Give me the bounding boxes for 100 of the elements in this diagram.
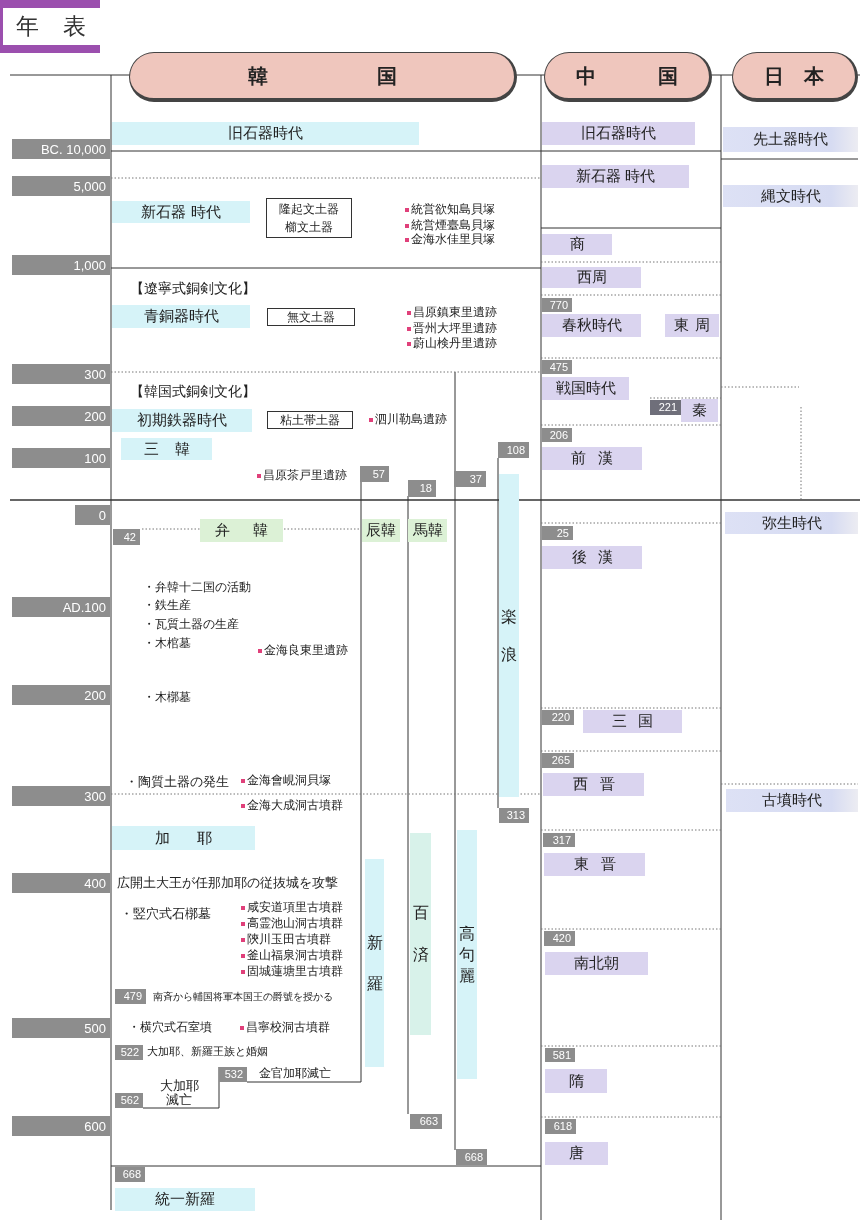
year-tag: 600 bbox=[12, 1116, 110, 1136]
site-name: 咸安道項里古墳群 bbox=[241, 901, 343, 913]
site-name: 金海大成洞古墳群 bbox=[241, 799, 343, 811]
year-tag: 581 bbox=[545, 1048, 575, 1062]
year-tag: 479 bbox=[115, 989, 146, 1004]
year-tag: 200 bbox=[12, 685, 110, 705]
site-name: 金海良東里遺跡 bbox=[258, 644, 348, 656]
list-item: ・木棺墓 bbox=[143, 637, 191, 649]
list-item: ・瓦質土器の生産 bbox=[143, 618, 239, 630]
site-name: 金海會峴洞貝塚 bbox=[241, 774, 331, 786]
year-tag: 532 bbox=[219, 1067, 247, 1082]
period-band: 三国 bbox=[583, 710, 682, 733]
site-name: 蔚山検丹里遺跡 bbox=[407, 337, 497, 349]
period-band: 高句麗 bbox=[457, 830, 477, 1079]
period-band: 後漢 bbox=[542, 546, 642, 569]
column-header: 中国 bbox=[544, 52, 712, 102]
year-tag: 300 bbox=[12, 786, 110, 806]
period-band: 青銅器時代 bbox=[112, 305, 250, 328]
year-tag: 42 bbox=[113, 529, 140, 545]
year-tag: 562 bbox=[115, 1093, 143, 1108]
period-band: 三韓 bbox=[121, 438, 212, 460]
period-band: 新石器 時代 bbox=[112, 201, 250, 223]
year-tag: 100 bbox=[12, 448, 110, 468]
site-name: 晋州大坪里遺跡 bbox=[407, 322, 497, 334]
period-band: 弥生時代 bbox=[725, 512, 858, 534]
year-tag: 618 bbox=[545, 1119, 576, 1134]
event-text: 南斉から輔国将軍本国王の爵號を授かる bbox=[153, 992, 333, 1002]
period-band: 旧石器時代 bbox=[112, 122, 419, 145]
year-tag: 317 bbox=[543, 833, 575, 847]
period-band: 先土器時代 bbox=[723, 127, 858, 152]
event-text: 大加耶滅亡 bbox=[158, 1079, 200, 1107]
period-band: 西周 bbox=[542, 267, 641, 288]
site-name: 泗川勒島遺跡 bbox=[369, 413, 447, 425]
year-tag: 1,000 bbox=[12, 255, 110, 275]
period-band: 隋 bbox=[545, 1069, 607, 1093]
year-tag: 770 bbox=[542, 298, 572, 312]
list-item: ・竪穴式石槨墓 bbox=[120, 907, 211, 920]
year-tag: 57 bbox=[360, 466, 389, 482]
site-name: 陝川玉田古墳群 bbox=[241, 933, 331, 945]
site-name: 統営煙臺島貝塚 bbox=[405, 219, 495, 231]
event-text: 金官加耶滅亡 bbox=[259, 1068, 331, 1080]
pottery-name: 櫛文土器 bbox=[285, 221, 333, 233]
site-name: 統営欲知島貝塚 bbox=[405, 203, 495, 215]
period-band: 南北朝 bbox=[545, 952, 648, 975]
year-tag: 221 bbox=[650, 400, 681, 415]
note-text: 【遼寧式銅剣文化】 bbox=[130, 281, 256, 295]
period-band: 新石器 時代 bbox=[542, 165, 689, 188]
site-name: 金海水佳里貝塚 bbox=[405, 233, 495, 245]
period-band: 統一新羅 bbox=[115, 1188, 255, 1211]
year-tag: 18 bbox=[408, 480, 436, 497]
period-band: 戦国時代 bbox=[542, 377, 629, 400]
pottery-box bbox=[266, 198, 352, 238]
year-tag: 37 bbox=[454, 471, 486, 487]
site-name: 昌原茶戸里遺跡 bbox=[257, 469, 347, 481]
year-tag: 206 bbox=[542, 428, 572, 442]
year-tag: 500 bbox=[12, 1018, 110, 1038]
list-item: ・鉄生産 bbox=[143, 599, 191, 611]
year-tag: 300 bbox=[12, 364, 110, 384]
period-band: 初期鉄器時代 bbox=[112, 409, 252, 432]
year-tag: 220 bbox=[542, 710, 574, 725]
period-band: 唐 bbox=[545, 1142, 608, 1165]
year-tag: 475 bbox=[542, 360, 572, 374]
year-tag: 5,000 bbox=[12, 176, 110, 196]
site-name: 高霊池山洞古墳群 bbox=[241, 917, 343, 929]
year-tag: 200 bbox=[12, 406, 110, 426]
site-name: 釜山福泉洞古墳群 bbox=[241, 949, 343, 961]
list-item: ・陶質土器の発生 bbox=[125, 775, 229, 788]
list-item: ・横穴式石室墳 bbox=[128, 1021, 212, 1033]
year-tag: 400 bbox=[12, 873, 110, 893]
period-band: 前漢 bbox=[542, 447, 642, 470]
year-tag: 313 bbox=[499, 808, 529, 823]
period-band: 春秋時代 bbox=[542, 314, 641, 337]
site-name: 固城蓮塘里古墳群 bbox=[241, 965, 343, 977]
site-name: 昌寧校洞古墳群 bbox=[240, 1021, 330, 1033]
period-band: 縄文時代 bbox=[723, 185, 858, 207]
list-item: ・木槨墓 bbox=[143, 691, 191, 703]
list-item: ・弁韓十二国の活動 bbox=[143, 581, 251, 593]
site-name: 昌原鎮東里遺跡 bbox=[407, 306, 497, 318]
column-header: 日本 bbox=[732, 52, 858, 102]
year-tag: BC. 10,000 bbox=[12, 139, 110, 159]
pottery-name: 隆起文土器 bbox=[279, 203, 339, 215]
period-band: 古墳時代 bbox=[726, 789, 858, 812]
year-tag: 108 bbox=[498, 442, 529, 458]
page-title: 年表 bbox=[0, 0, 100, 53]
period-band: 百済 bbox=[410, 833, 431, 1035]
year-tag: 663 bbox=[410, 1114, 442, 1129]
period-band: 商 bbox=[542, 234, 612, 255]
period-band: 東周 bbox=[665, 314, 719, 337]
year-tag: 522 bbox=[115, 1045, 143, 1060]
note-text: 【韓国式銅剣文化】 bbox=[130, 384, 256, 398]
period-band: 馬韓 bbox=[408, 519, 447, 542]
year-tag: 0 bbox=[75, 505, 110, 525]
column-header: 韓国 bbox=[129, 52, 517, 102]
year-tag: 265 bbox=[542, 753, 574, 768]
year-tag: 668 bbox=[115, 1167, 145, 1182]
period-band: 西晋 bbox=[543, 773, 644, 796]
pottery-box: 粘土帯土器 bbox=[267, 411, 353, 429]
period-band: 東晋 bbox=[544, 853, 645, 876]
year-tag: 668 bbox=[456, 1149, 487, 1165]
year-tag: 25 bbox=[542, 526, 573, 540]
